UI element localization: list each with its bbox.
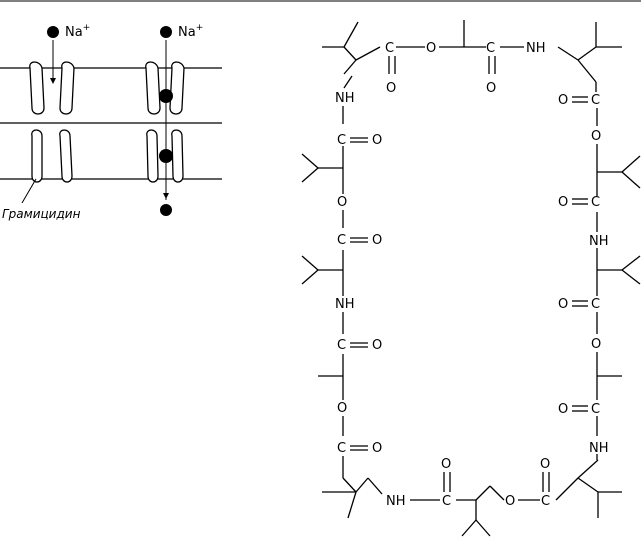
- atom-c: C: [442, 494, 451, 509]
- sodium-ion-right-channel-1: [159, 89, 173, 103]
- atom-o: O: [591, 337, 601, 352]
- atom-o: O: [386, 81, 396, 96]
- atom-nh: NH: [589, 234, 609, 249]
- sodium-ion-right-channel-2: [159, 149, 173, 163]
- atom-o: O: [372, 233, 382, 248]
- atom-c: C: [591, 93, 600, 108]
- atom-nh: NH: [526, 41, 546, 56]
- atom-o: O: [540, 457, 550, 472]
- atom-c: C: [337, 338, 346, 353]
- atom-o: O: [558, 195, 568, 210]
- atom-o: O: [441, 457, 451, 472]
- atom-nh: NH: [335, 91, 355, 106]
- atom-c: C: [385, 41, 394, 56]
- gramicidin-channel-right: [146, 62, 184, 182]
- ion-arrowhead-right: [163, 193, 169, 199]
- sodium-ion-right-exit: [160, 204, 172, 216]
- atom-o: O: [558, 402, 568, 417]
- atom-o: O: [372, 133, 382, 148]
- atom-o: O: [337, 401, 347, 416]
- atom-c: C: [541, 494, 550, 509]
- atom-o: O: [558, 93, 568, 108]
- caption-leader: [22, 179, 36, 203]
- valinomycin-atoms: C O O C O NH NH C O O C O NH C O O C O N…: [335, 41, 609, 509]
- atom-c: C: [337, 133, 346, 148]
- gramicidin-caption: Грамицидин: [2, 207, 81, 221]
- ion-label-left: Na+: [65, 23, 90, 40]
- atom-nh: NH: [386, 494, 406, 509]
- atom-o: O: [426, 41, 436, 56]
- ion-label-right: Na+: [178, 23, 203, 40]
- atom-o: O: [337, 195, 347, 210]
- atom-c: C: [337, 441, 346, 456]
- atom-c: C: [591, 195, 600, 210]
- atom-c: C: [591, 297, 600, 312]
- ion-arrowhead-left: [50, 78, 56, 84]
- atom-o: O: [505, 494, 515, 509]
- sodium-ion-left: [47, 26, 59, 38]
- atom-c: C: [591, 402, 600, 417]
- atom-nh: NH: [589, 441, 609, 456]
- sodium-ion-right-top: [160, 26, 172, 38]
- atom-o: O: [591, 129, 601, 144]
- atom-o: O: [372, 441, 382, 456]
- atom-o: O: [486, 81, 496, 96]
- atom-o: O: [372, 338, 382, 353]
- atom-o: O: [558, 297, 568, 312]
- atom-nh: NH: [335, 297, 355, 312]
- atom-c: C: [486, 41, 495, 56]
- atom-c: C: [337, 233, 346, 248]
